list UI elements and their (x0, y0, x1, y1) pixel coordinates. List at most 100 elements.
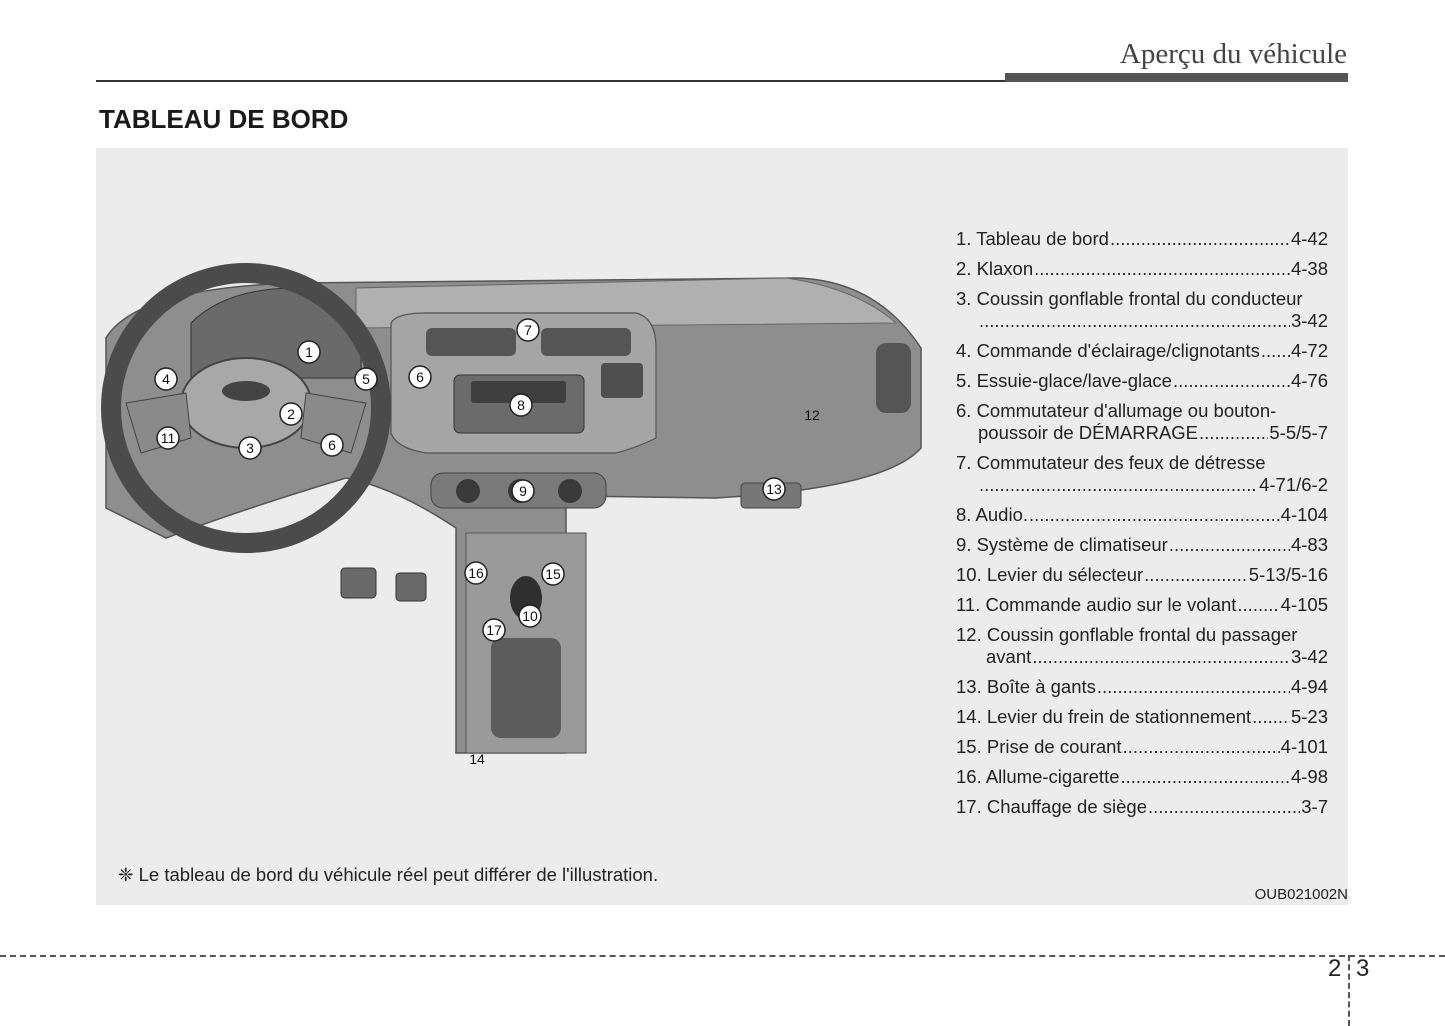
toc-label: 14. Levier du frein de stationnement (956, 706, 1252, 727)
climate-knob-1 (456, 479, 480, 503)
callout-1: 1 (297, 340, 321, 364)
toc-item: 5. Essuie-glace/lave-glace4-76 (956, 370, 1328, 392)
toc-item: 16. Allume-cigarette 4-98 (956, 766, 1328, 788)
air-vent-right (541, 328, 631, 356)
toc-item: 1. Tableau de bord4-42 (956, 228, 1328, 250)
toc-item: 9. Système de climatiseur 4-83 (956, 534, 1328, 556)
callout-4: 4 (154, 367, 178, 391)
toc-page: 4-83 (1290, 534, 1328, 555)
svg-text:5: 5 (362, 371, 370, 387)
toc-label: 9. Système de climatiseur (956, 534, 1168, 555)
callout-16: 16 (464, 561, 488, 585)
svg-text:2: 2 (287, 406, 295, 422)
toc-leader (1097, 676, 1290, 698)
toc-page: 5-23 (1290, 706, 1328, 727)
shifter-boot (491, 638, 561, 738)
callout-12: 12 (804, 407, 820, 423)
toc-item: 4. Commande d'éclairage/clignotants 4-72 (956, 340, 1328, 362)
callout-5: 5 (354, 367, 378, 391)
callout-6b: 6 (320, 433, 344, 457)
toc-label: 3. Coussin gonflable frontal du conducte… (956, 288, 1303, 309)
toc-leader (979, 474, 1258, 496)
toc-leader (1173, 370, 1290, 392)
svg-text:9: 9 (519, 483, 527, 499)
svg-text:10: 10 (522, 608, 538, 624)
toc-label: 6. Commutateur d'allumage ou bouton- (956, 400, 1277, 421)
svg-text:6: 6 (416, 369, 424, 385)
toc-leader (1123, 736, 1280, 758)
image-code: OUB021002N (1254, 886, 1348, 903)
toc-label: 2. Klaxon (956, 258, 1034, 279)
svg-text:3: 3 (246, 440, 254, 456)
callout-11: 11 (156, 426, 180, 450)
toc-leader (1034, 258, 1290, 280)
svg-text:1: 1 (305, 344, 313, 360)
callout-13: 13 (762, 477, 786, 501)
toc-item: 2. Klaxon 4-38 (956, 258, 1328, 280)
toc-item: 12. Coussin gonflable frontal du passage… (956, 624, 1328, 668)
svg-text:4: 4 (162, 371, 170, 387)
toc-page: 4-105 (1280, 594, 1328, 615)
toc-page: 4-71/6-2 (1259, 474, 1328, 495)
callout-8: 8 (509, 393, 533, 417)
toc-leader (1169, 534, 1290, 556)
toc-label: 12. Coussin gonflable frontal du passage… (956, 624, 1298, 645)
callout-6a: 6 (408, 365, 432, 389)
toc-label: 4. Commande d'éclairage/clignotants (956, 340, 1260, 361)
toc-page: 3-42 (1290, 310, 1328, 331)
toc-item: 15. Prise de courant4-101 (956, 736, 1328, 758)
callout-9: 9 (511, 479, 535, 503)
toc-item: 14. Levier du frein de stationnement 5-23 (956, 706, 1328, 728)
svg-text:13: 13 (766, 481, 782, 497)
component-index: 1. Tableau de bord4-42 2. Klaxon 4-38 3. … (956, 228, 1328, 826)
toc-item: 3. Coussin gonflable frontal du conducte… (956, 288, 1328, 332)
svg-text:6: 6 (328, 437, 336, 453)
header-title: Aperçu du véhicule (1119, 38, 1347, 70)
toc-page: 5-5/5-7 (1269, 422, 1328, 443)
toc-item: 8. Audio.4-104 (956, 504, 1328, 526)
air-vent-left (426, 328, 516, 356)
toc-page: 3-42 (1290, 646, 1328, 667)
toc-page: 4-38 (1290, 258, 1328, 279)
toc-leader (1252, 706, 1290, 728)
toc-leader (1148, 796, 1300, 818)
toc-leader (1029, 504, 1280, 526)
illustration-note: ❈ Le tableau de bord du véhicule réel pe… (118, 864, 659, 885)
toc-page: 4-98 (1290, 766, 1328, 787)
toc-leader (1261, 340, 1290, 362)
footer-dashed-rule (0, 955, 1445, 957)
steering-wheel-rim (101, 263, 391, 553)
toc-leader (1199, 422, 1268, 444)
passenger-vent (876, 343, 911, 413)
toc-label-continued: poussoir de DÉMARRAGE (978, 422, 1199, 443)
toc-label: 7. Commutateur des feux de détresse (956, 452, 1266, 473)
toc-page: 4-72 (1290, 340, 1328, 361)
figure-panel: 1 2 3 4 5 6 6 7 8 9 10 11 12 13 14 15 16… (96, 148, 1348, 905)
audio-display (471, 381, 566, 403)
svg-text:15: 15 (545, 566, 561, 582)
callout-7: 7 (516, 318, 540, 342)
page-number: 3 (1356, 955, 1370, 982)
toc-label: 10. Levier du sélecteur (956, 564, 1144, 585)
storage-tray (601, 363, 643, 398)
toc-item: 11. Commande audio sur le volant4-105 (956, 594, 1328, 616)
toc-label: 16. Allume-cigarette (956, 766, 1120, 787)
callout-10: 10 (518, 604, 542, 628)
svg-text:16: 16 (468, 565, 484, 581)
kia-logo (222, 381, 270, 401)
toc-item: 17. Chauffage de siège3-7 (956, 796, 1328, 818)
toc-label-continued: avant (986, 646, 1032, 667)
header-rule (96, 80, 1348, 82)
callout-2: 2 (279, 402, 303, 426)
toc-page: 3-7 (1301, 796, 1328, 817)
callout-3: 3 (238, 436, 262, 460)
toc-label: 8. Audio. (956, 504, 1029, 525)
toc-leader (1121, 766, 1290, 788)
climate-knob-3 (558, 479, 582, 503)
toc-page: 4-94 (1290, 676, 1328, 697)
svg-text:17: 17 (486, 622, 502, 638)
callout-15: 15 (541, 562, 565, 586)
svg-text:7: 7 (524, 322, 532, 338)
parking-brake-pedal (395, 572, 427, 602)
toc-item: 10. Levier du sélecteur5-13/5-16 (956, 564, 1328, 586)
